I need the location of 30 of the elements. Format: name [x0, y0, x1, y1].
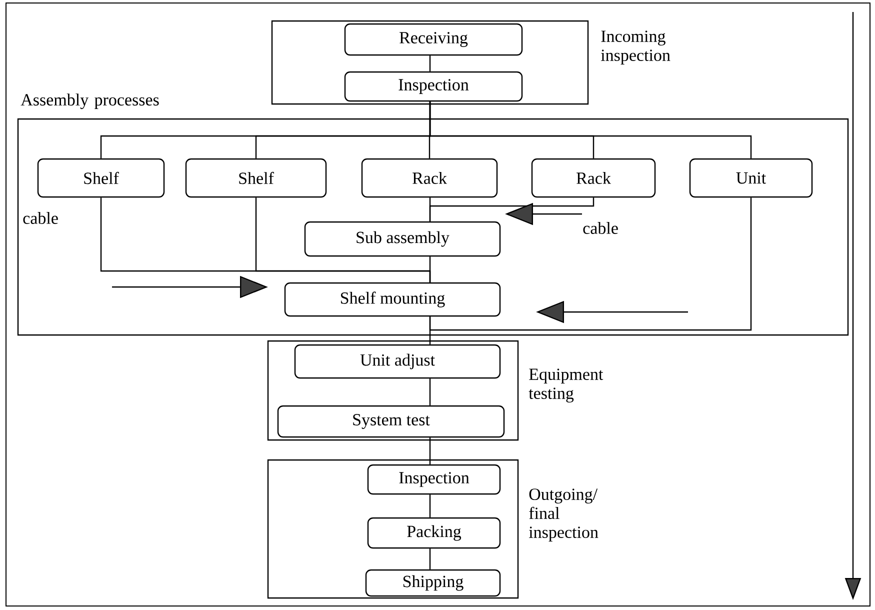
connector-line [429, 256, 431, 282]
process-box: Rack [531, 158, 656, 198]
process-box: Unit [689, 158, 813, 198]
connector-line [429, 548, 431, 570]
stage-heading: Equipment testing [528, 368, 604, 403]
cable-label: cable [583, 222, 618, 234]
process-box: System test [277, 405, 505, 438]
process-box: Receiving [344, 23, 523, 56]
stage-heading: Outgoing/ final inspection [528, 488, 598, 542]
process-box: Sub assembly [304, 221, 501, 257]
process-box: Shipping [365, 569, 501, 597]
process-box: Rack [361, 158, 498, 198]
stage-heading: Assembly processes [20, 94, 159, 110]
cable-label: cable [23, 212, 58, 224]
connector-line [429, 102, 752, 158]
stage-heading: Incoming inspection [600, 30, 670, 64]
connector-line [429, 378, 431, 406]
process-box: Packing [367, 517, 501, 549]
process-box: Shelf mounting [284, 282, 501, 317]
process-box: Shelf [37, 158, 165, 198]
connector-line [429, 494, 431, 518]
process-box: Shelf [185, 158, 327, 198]
connector-line [429, 198, 594, 222]
connector-line [429, 198, 752, 331]
connector-line [429, 438, 431, 464]
connector-line [429, 56, 431, 72]
connector-line [429, 316, 431, 344]
process-box: Inspection [367, 464, 501, 495]
process-box: Inspection [344, 71, 523, 102]
process-box: Unit adjust [294, 344, 501, 379]
